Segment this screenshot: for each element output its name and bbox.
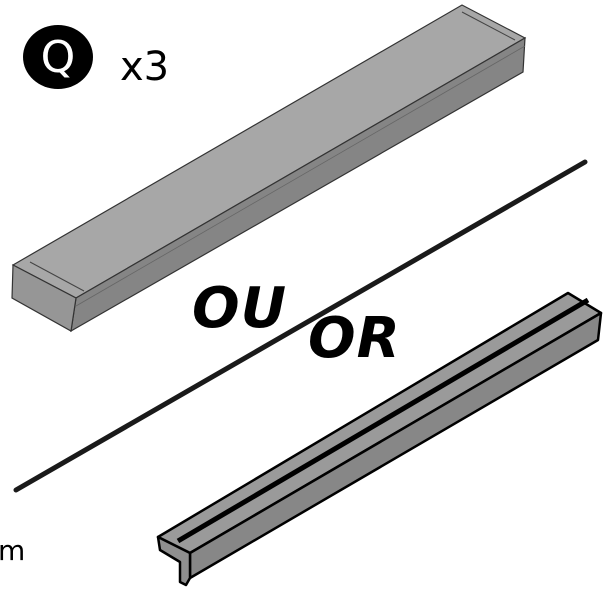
badge-circle xyxy=(23,25,93,89)
flat-bar-edge-line xyxy=(29,261,85,292)
alternative-word-french: OU xyxy=(192,276,288,341)
quantity-label: x3 xyxy=(120,44,170,90)
flat-bar-end-face xyxy=(11,264,77,332)
flat-bar-part xyxy=(11,4,527,333)
flat-bar-edge-line xyxy=(75,45,526,307)
l-profile-part xyxy=(156,291,603,587)
l-profile-groove-line xyxy=(176,297,590,544)
l-profile-end-face xyxy=(156,535,192,587)
alternative-word-english: OR xyxy=(308,306,401,371)
flat-bar-edge-line xyxy=(461,11,516,41)
divider-line xyxy=(13,159,588,493)
cropped-edge-text: m xyxy=(0,534,26,567)
badge-letter: Q xyxy=(40,31,76,83)
